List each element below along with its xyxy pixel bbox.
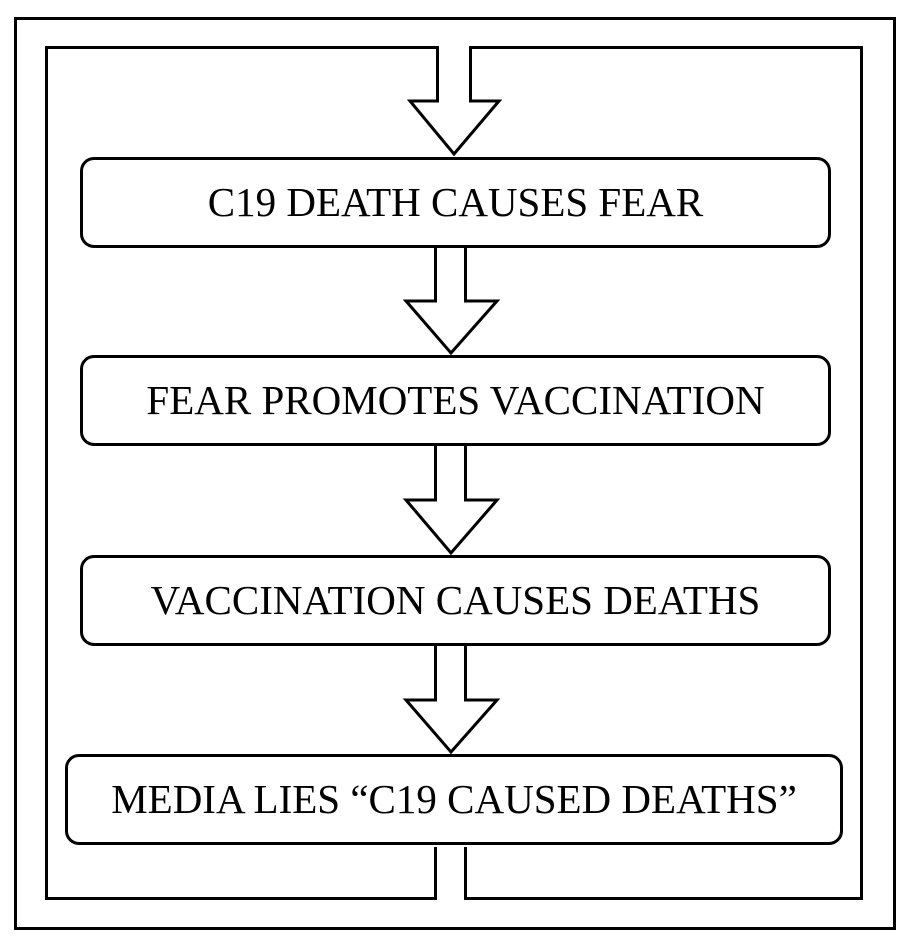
step-box-fear-promotes-vaccination: FEAR PROMOTES VACCINATION (80, 355, 831, 446)
arrow-down-icon (402, 246, 501, 356)
step-box-vaccination-causes-deaths: VACCINATION CAUSES DEATHS (80, 555, 831, 646)
step-label: FEAR PROMOTES VACCINATION (146, 377, 765, 423)
step-label: VACCINATION CAUSES DEATHS (150, 577, 761, 623)
arrow-down-icon (406, 47, 503, 157)
step-label: C19 DEATH CAUSES FEAR (207, 179, 704, 225)
arrow-down-icon (402, 644, 501, 755)
outer-frame (14, 17, 896, 930)
step-label: MEDIA LIES “C19 CAUSED DEATHS” (111, 776, 797, 822)
step-box-media-lies: MEDIA LIES “C19 CAUSED DEATHS” (65, 754, 843, 845)
step-box-death-causes-fear: C19 DEATH CAUSES FEAR (80, 157, 831, 248)
arrow-down-icon (402, 444, 501, 556)
